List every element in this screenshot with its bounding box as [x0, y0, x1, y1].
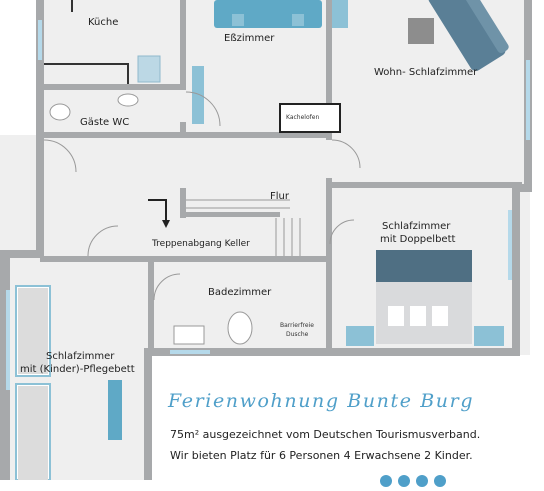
caption-title: Ferienwohnung Bunte Burg [168, 390, 475, 412]
bath-sink [173, 325, 205, 345]
room-flur: Flur [270, 191, 289, 202]
sideboard [192, 66, 204, 124]
room-schlafzimmer-doppelbett-line1: Schlafzimmer [382, 221, 451, 232]
doors [43, 91, 361, 301]
stair-arrow-head [162, 220, 170, 228]
caption-line-1: 75m² ausgezeichnet vom Deutschen Tourism… [170, 428, 481, 441]
room-dusche-line1: Barrierfreie [280, 322, 314, 329]
wc-sink [117, 93, 139, 107]
wc-toilet [49, 103, 71, 121]
room-esszimmer: Eßzimmer [224, 33, 275, 44]
floor-plan [0, 0, 532, 480]
coffee-table [408, 18, 434, 44]
room-schlafzimmer-kinder-line1: Schlafzimmer [46, 351, 115, 362]
room-schlafzimmer-doppelbett-line2: mit Doppelbett [380, 234, 456, 245]
kachelofen-box [279, 103, 341, 133]
room-kueche: Küche [88, 17, 119, 28]
dot-icon [380, 475, 392, 487]
room-gaeste-wc: Gäste WC [80, 117, 130, 128]
stairs [186, 199, 301, 256]
sofa [428, 0, 509, 71]
decorative-dots [380, 472, 452, 491]
caption-panel [156, 362, 544, 480]
windows [6, 20, 530, 390]
inner-walls [40, 0, 522, 352]
room-schlafzimmer-kinder-line2: mit (Kinder)-Pflegebett [20, 364, 135, 375]
dot-icon [398, 475, 410, 487]
wardrobe [108, 380, 122, 440]
room-badezimmer: Badezimmer [208, 287, 272, 298]
kitchen-counter [44, 63, 129, 84]
fridge [137, 55, 161, 83]
stair-arrow-line [148, 199, 167, 226]
room-dusche-line2: Dusche [286, 331, 309, 338]
room-wohn-schlafzimmer: Wohn- Schlafzimmer [374, 67, 478, 78]
dot-icon [434, 475, 446, 487]
dot-icon [416, 475, 428, 487]
room-kachelofen: Kachelofen [286, 114, 320, 121]
room-treppenabgang: Treppenabgang Keller [152, 239, 250, 249]
dining-table [214, 0, 322, 28]
caption-line-2: Wir bieten Platz für 6 Personen 4 Erwach… [170, 449, 473, 462]
bath-toilet [227, 311, 253, 345]
